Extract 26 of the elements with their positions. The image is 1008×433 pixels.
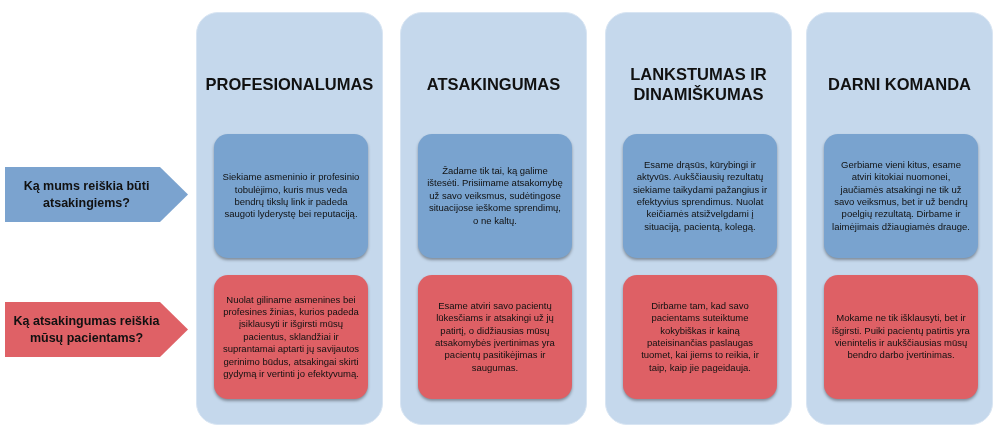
value-card xyxy=(623,134,777,258)
column-heading: PROFESIONALUMAS xyxy=(205,75,374,95)
card-text: Gerbiame vieni kitus, esame atviri kitokiai nuomonei, jaučiamės atsakingi ne tik už savo veiksmus, bet ir už bendrų poelgių rezultatą. Dirbame ir laimėjimais džiaugiamės drauge. xyxy=(832,158,970,234)
column-heading: DARNI KOMANDA xyxy=(828,75,971,95)
column-panel xyxy=(605,12,792,425)
value-card xyxy=(214,275,368,399)
value-card xyxy=(214,134,368,258)
column-panel xyxy=(806,12,993,425)
card-text: Žadame tik tai, ką galime ištesėti. Prisiimame atsakomybę už savo veiksmus, sudėtingose situacijose ieškome sprendimų, o ne kaltų. xyxy=(426,165,564,227)
column-panel xyxy=(196,12,383,425)
value-card xyxy=(824,275,978,399)
card-text: Esame atviri savo pacientų lūkesčiams ir atsakingi už jų patirtį, o didžiausias mūsų atsakomybės įvertinimas yra pacientų pasitikėjimas ir saugumas. xyxy=(434,299,556,375)
column-heading: ATSAKINGUMAS xyxy=(426,75,561,95)
card-text: Siekiame asmeninio ir profesinio tobulėjimo, kuris mus veda bendrų tikslų link ir padeda saugoti lyderystę bei reputaciją. xyxy=(222,171,360,221)
value-card xyxy=(418,275,572,399)
column-panel xyxy=(400,12,587,425)
column-heading: LANKSTUMAS IR DINAMIŠKUMAS xyxy=(629,65,768,105)
card-text: Nuolat giliname asmenines bei profesines žinias, kurios padeda įsiklausyti ir išgirsti mūsų pacientus, sklandžiai ir suprantamai aptarti jų savijautos gerinimo būdus, atsakingai skirti gydymą ir vertinti jo efektyvumą. xyxy=(222,293,360,381)
value-card xyxy=(623,275,777,399)
card-text: Dirbame tam, kad savo pacientams suteiktume kokybiškas ir kainą pateisinančias paslaugas tuomet, kai jiems to reikia, ir taip, kaip jie pageidauja. xyxy=(640,299,760,375)
pentagon-arrow: Ką mums reiškia būti atsakingiems? xyxy=(5,167,188,222)
pentagon-arrow: Ką atsakingumas reiškia mūsų pacientams? xyxy=(5,302,188,357)
value-card xyxy=(824,134,978,258)
value-card xyxy=(418,134,572,258)
card-text: Mokame ne tik išklausyti, bet ir išgirsti. Puiki pacientų patirtis yra vienintelis ir aukščiausias mūsų bendro darbo įvertinimas. xyxy=(832,312,970,362)
card-text: Esame drąsūs, kūrybingi ir aktyvūs. Aukščiausių rezultatų siekiame taikydami pažangius ir efektyvius sprendimus. Nuolat keičiamės atsižvelgdami į situaciją, pacientą, kolegą. xyxy=(631,158,769,234)
